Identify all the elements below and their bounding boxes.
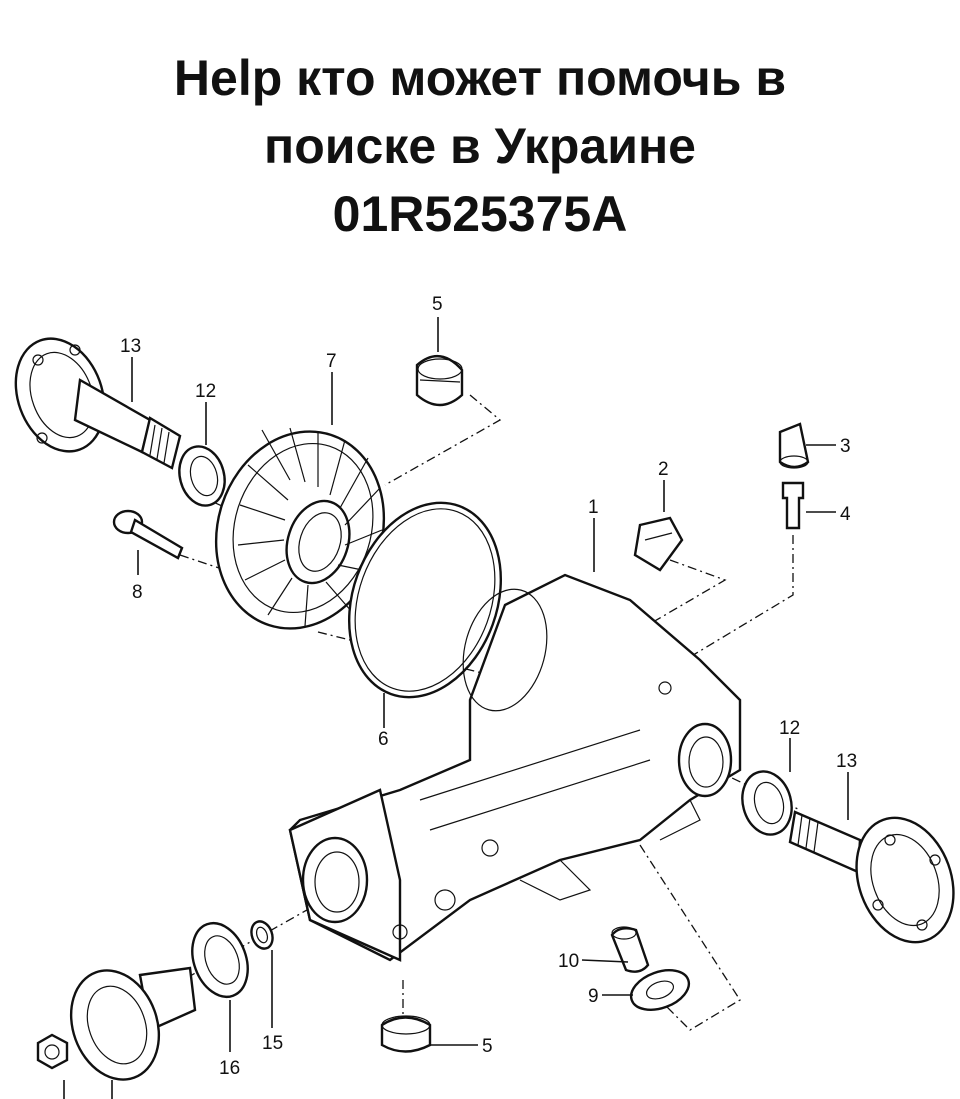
callout-8: 8 <box>132 582 143 603</box>
callout-13-left: 13 <box>120 336 141 357</box>
callout-3: 3 <box>840 436 851 457</box>
seal-ring-front <box>191 922 249 998</box>
callout-7: 7 <box>326 351 337 372</box>
callout-15: 15 <box>262 1033 283 1054</box>
breather-cap <box>778 422 810 469</box>
plug-bottom <box>380 1015 432 1053</box>
title-line-3: 01R525375A <box>332 186 628 242</box>
flange-shaft-right <box>788 810 955 944</box>
leader-lines <box>63 317 849 1099</box>
breather-tube <box>781 481 805 530</box>
plug-top <box>415 355 464 407</box>
callout-1: 1 <box>588 497 599 518</box>
rear-cover <box>214 427 386 630</box>
seal-ring-left <box>178 445 226 507</box>
callout-4: 4 <box>840 504 851 525</box>
washer <box>250 920 274 950</box>
assembly-line-cap <box>659 535 794 676</box>
callout-13-right: 13 <box>836 751 857 772</box>
callout-10: 10 <box>558 951 579 972</box>
seal-ring-right <box>741 770 793 836</box>
assembly-line-plug <box>384 394 502 486</box>
diff-housing <box>288 573 742 962</box>
callout-2: 2 <box>658 459 669 480</box>
assembly-line-pin <box>639 844 741 1031</box>
bolt <box>112 509 184 560</box>
clip <box>633 516 684 572</box>
callout-12-right: 12 <box>779 718 800 739</box>
callout-5-top: 5 <box>432 294 443 315</box>
callout-6: 6 <box>378 729 389 750</box>
nut <box>36 1033 69 1070</box>
callout-9: 9 <box>588 986 599 1007</box>
title-line-2: поиске в Украине <box>264 118 696 174</box>
callout-16: 16 <box>219 1058 240 1079</box>
flange-front <box>69 966 197 1081</box>
callout-12-left: 12 <box>195 381 216 402</box>
post-title: Help кто может помочь в поиске в Украине… <box>0 44 960 248</box>
guide-pin <box>610 926 650 973</box>
bushing <box>629 969 691 1011</box>
title-line-1: Help кто может помочь в <box>173 50 787 106</box>
callout-5-bottom: 5 <box>482 1036 493 1057</box>
flange-shaft-left <box>14 337 182 470</box>
o-ring <box>347 501 503 699</box>
